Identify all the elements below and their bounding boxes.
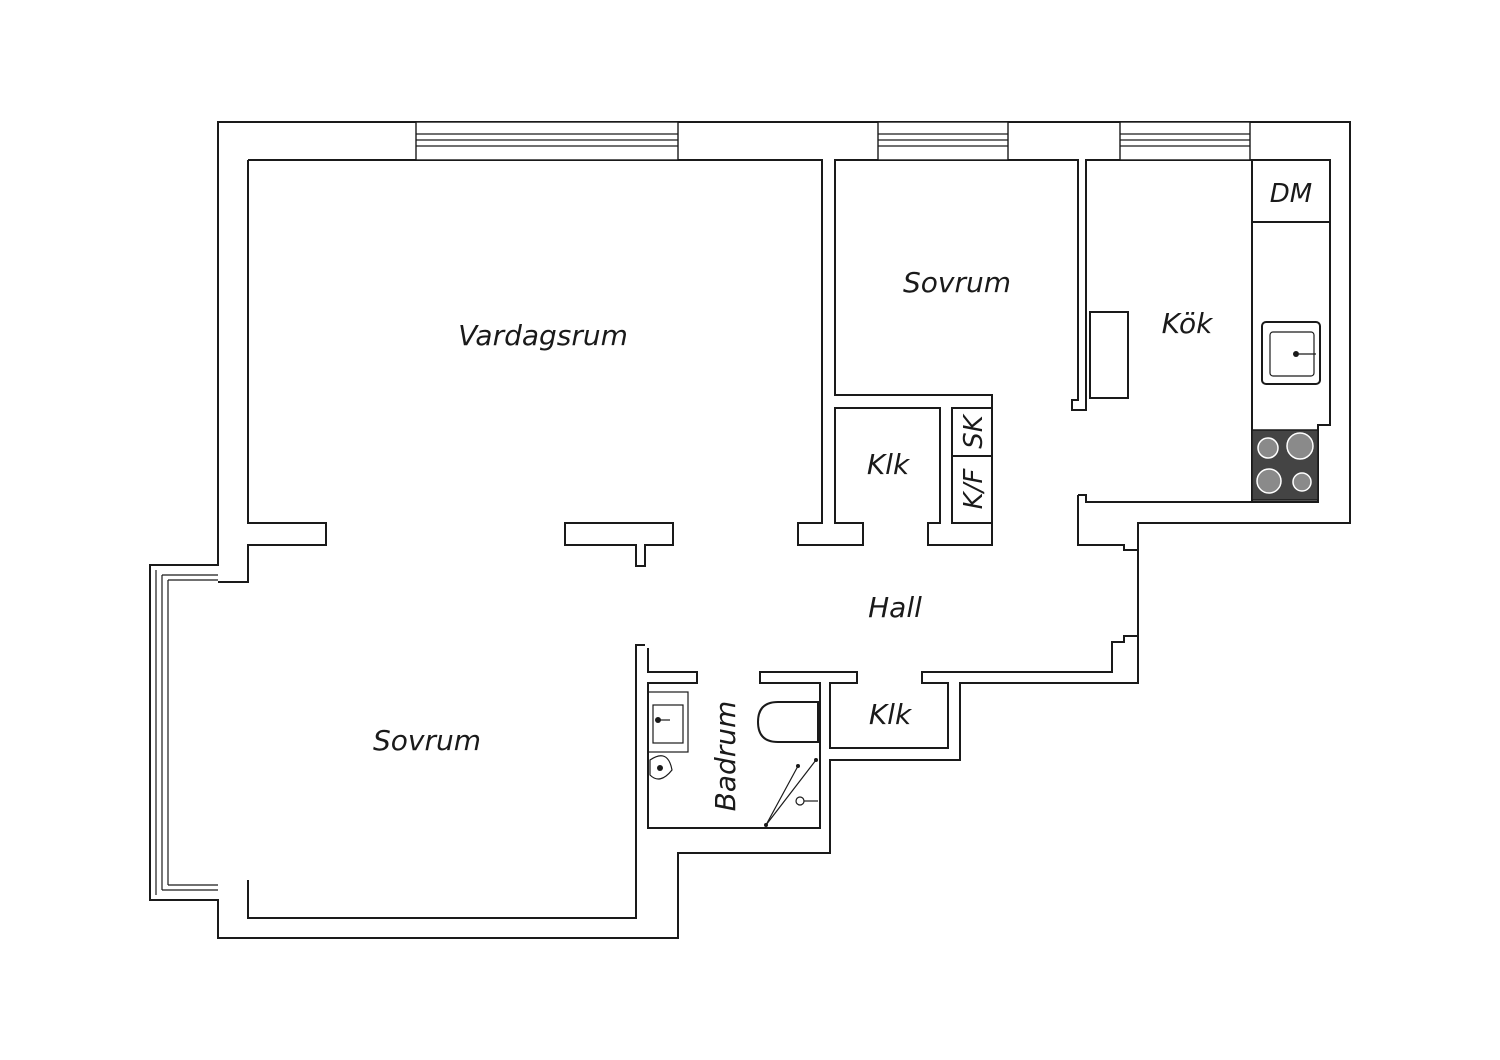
- outer-wall: [149, 121, 1351, 939]
- shower-icon: [764, 758, 818, 827]
- window-bedroom-2: [155, 570, 218, 895]
- label-kok: Kök: [1162, 307, 1214, 340]
- label-sovrum-1: Sovrum: [903, 266, 1011, 299]
- label-hall: Hall: [868, 591, 922, 624]
- living-left-wall: [218, 160, 327, 583]
- label-sovrum-2: Sovrum: [373, 724, 481, 757]
- window-bedroom: [877, 121, 1009, 161]
- hall-right-wall: [1077, 495, 1138, 551]
- window-kitchen: [1119, 121, 1251, 161]
- label-kf: K/F: [959, 468, 989, 510]
- hall-lower-wall: [647, 635, 1138, 829]
- toilet-icon-2: [756, 701, 819, 743]
- toilet-icon: [649, 755, 673, 780]
- bathroom-sink-icon: [647, 691, 689, 753]
- inner-wall-living: [248, 159, 1331, 546]
- kitchen-sink-icon: [1261, 321, 1321, 385]
- label-sk: SK: [959, 413, 989, 449]
- kitchen-pillar: [1089, 311, 1129, 399]
- cabinet-block: [951, 407, 993, 524]
- label-klk-2: Klk: [869, 698, 913, 731]
- stove-hob-icon: [1251, 429, 1319, 501]
- divider-wall: [564, 522, 674, 567]
- label-klk-1: Klk: [867, 448, 911, 481]
- label-vardagsrum: Vardagsrum: [458, 319, 628, 352]
- kitchen-wall: [1078, 220, 1331, 503]
- label-badrum: Badrum: [709, 701, 742, 812]
- label-dm: DM: [1270, 179, 1312, 209]
- bedroom-2-wall: [247, 644, 645, 919]
- window-living: [415, 121, 679, 161]
